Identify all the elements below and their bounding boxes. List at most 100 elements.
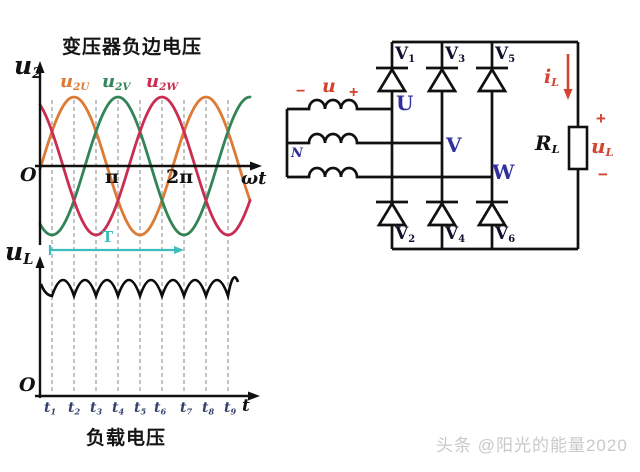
t-tick-label: t1 [44, 400, 57, 417]
source-minus-sign: − [296, 83, 306, 100]
diode-triangle-icon [476, 66, 508, 93]
diode-label-main: V [445, 44, 459, 64]
diode-triangle-icon [476, 200, 508, 227]
bridge-rectifier-circuit [285, 40, 589, 251]
t-tick-label: t5 [134, 400, 147, 417]
upper-y-arrow-icon [35, 61, 45, 73]
t-tick-label: t7 [180, 400, 193, 417]
current-label-main: i [544, 66, 552, 88]
diode-label-v5: V5 [495, 46, 515, 65]
diode-v5 [476, 66, 508, 93]
diode-label-main: V [395, 44, 409, 64]
diode-v1 [376, 66, 408, 93]
diode-label-sub: 3 [458, 53, 466, 65]
series-label-u2u: u2U [60, 71, 89, 93]
diode-label-main: V [445, 224, 459, 244]
three-phase-sine-waves [38, 95, 252, 237]
diode-v2 [376, 200, 408, 227]
phase-node-u: U [396, 91, 414, 115]
diode-triangle-icon [426, 200, 458, 227]
series-label-u2v: u2V [102, 71, 131, 93]
lower-x-axis-label: t [242, 396, 250, 416]
winding-v [287, 132, 442, 145]
y-label-sub: 2 [32, 65, 43, 83]
time-grid-dashed-lines [51, 100, 229, 394]
sine-wave-u2V [38, 95, 252, 237]
lower-y-arrow-icon [35, 256, 45, 268]
resistor-label-sub: L [551, 142, 560, 157]
diode-label-main: V [495, 44, 509, 64]
load-minus-sign: − [598, 165, 608, 184]
t-tick-label: t2 [68, 400, 81, 417]
series-label-main: u [60, 71, 74, 92]
diode-label-sub: 2 [408, 233, 416, 245]
diode-v6 [476, 200, 508, 227]
sine-wave-u2U [38, 95, 252, 237]
y-label-sub: L [23, 251, 34, 269]
load-plus-sign: + [596, 109, 606, 128]
upper-x-arrow-icon [250, 161, 262, 171]
diode-label-v4: V4 [445, 226, 465, 245]
diode-v4 [426, 200, 458, 227]
lower-y-axis-label: uL [5, 239, 33, 268]
diode-triangle-icon [426, 66, 458, 93]
series-label-sub: 2V [115, 80, 131, 93]
diode-triangle-icon [376, 200, 408, 227]
source-plus-sign: + [349, 84, 359, 101]
diode-label-sub: 5 [508, 53, 516, 65]
pi-tick-label: π [105, 166, 119, 188]
neutral-label: N [291, 146, 303, 161]
t-tick-label: t8 [202, 400, 215, 417]
rectified-output-wave [39, 276, 240, 302]
voltage-label-main: u [591, 134, 606, 158]
series-label-main: u [146, 71, 160, 92]
diode-label-sub: 6 [508, 233, 516, 245]
y-label-main: u [14, 51, 33, 80]
load-resistor-symbol [567, 125, 589, 171]
axis-arrowheads [35, 61, 262, 401]
series-label-main: u [102, 71, 116, 92]
upper-origin-label: O [20, 164, 37, 186]
lower-origin-label: O [19, 374, 36, 396]
source-voltage-label: u [322, 75, 336, 97]
period-arrowhead-icon [174, 246, 184, 254]
upper-y-axis-label: u2 [14, 53, 42, 82]
watermark: 头条 @阳光的能量2020 [436, 436, 628, 455]
phase-node-w: W [492, 160, 515, 184]
series-label-u2w: u2W [146, 71, 179, 93]
diode-label-v6: V6 [495, 226, 515, 245]
series-label-sub: 2W [159, 80, 179, 93]
upper-chart-title: 变压器负边电压 [62, 37, 203, 58]
upper-x-axis-label: ωt [241, 168, 267, 189]
load-resistor-label: RL [535, 133, 560, 156]
diode-label-v1: V1 [395, 46, 415, 65]
period-label: T [102, 228, 114, 246]
current-arrowhead-icon [563, 89, 573, 100]
load-voltage-label: uL [591, 136, 614, 159]
voltage-label-sub: L [605, 145, 614, 160]
axes [35, 70, 252, 398]
two-pi-tick-label: 2π [166, 166, 194, 188]
load-current-label: iL [544, 66, 559, 90]
diode-label-main: V [495, 224, 509, 244]
period-marker [48, 245, 184, 255]
t-tick-label: t9 [224, 400, 237, 417]
t-tick-label: t6 [154, 400, 167, 417]
current-label-sub: L [551, 76, 559, 90]
diode-label-sub: 1 [408, 53, 416, 65]
t-tick-labels-row: t1 t2 t3 t4 t5 t6 t7 t8 t9 [0, 401, 260, 421]
diode-triangle-icon [376, 66, 408, 93]
load-current-arrow [563, 54, 573, 100]
t-tick-label: t4 [112, 400, 125, 417]
diode-v3 [426, 66, 458, 93]
diode-label-v3: V3 [445, 46, 465, 65]
lower-x-arrow-icon [248, 391, 260, 401]
diode-label-main: V [395, 224, 409, 244]
ripple-wave [39, 276, 240, 302]
sine-wave-u2W [38, 95, 252, 237]
t-tick-label: t3 [90, 400, 103, 417]
diode-label-sub: 4 [458, 233, 466, 245]
transformer-windings [285, 98, 492, 179]
resistor-label-main: R [535, 131, 552, 155]
